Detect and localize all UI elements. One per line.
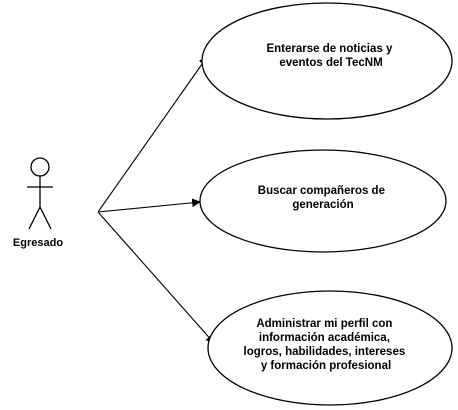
association-arrow-3: [97, 211, 215, 344]
use-case-1: Enterarse de noticias y eventos del TecN…: [201, 2, 453, 120]
use-case-3-line-1: Administrar mi perfil con: [256, 318, 392, 330]
svg-text:Enterarse de noticias y: Enterarse de noticias y eventos del TecN…: [266, 43, 395, 69]
use-case-1-line-1: Enterarse de noticias y: [266, 43, 393, 55]
use-case-3-line-3: logros, habilidades, intereses: [244, 346, 406, 358]
actor-label: Egresado: [13, 237, 63, 249]
use-case-3-line-4: y formación profesional: [261, 360, 391, 372]
actor-figure: [27, 157, 53, 230]
use-case-2-line-2: generación: [292, 199, 353, 211]
use-case-1-ellipse: [201, 2, 453, 120]
use-case-3: Administrar mi perfil con información ac…: [207, 290, 453, 406]
use-case-3-ellipse: [207, 290, 453, 406]
use-case-1-line-2: eventos del TecNM: [279, 57, 382, 69]
use-case-2-ellipse: [199, 149, 447, 253]
actor-head: [30, 157, 50, 177]
use-case-2: Buscar compañeros de generación: [199, 149, 447, 253]
use-case-3-line-2: información académica,: [259, 332, 390, 344]
association-arrow-1: [97, 56, 208, 213]
actor-right-leg: [39, 206, 52, 230]
use-case-2-line-1: Buscar compañeros de: [258, 185, 385, 197]
svg-text:Administrar mi perfil con: Administrar mi perfil con información ac…: [244, 318, 409, 372]
association-arrow-2: [97, 198, 201, 213]
actor-left-leg: [28, 206, 41, 230]
svg-text:Buscar compañeros de gen: Buscar compañeros de generación: [258, 185, 388, 211]
